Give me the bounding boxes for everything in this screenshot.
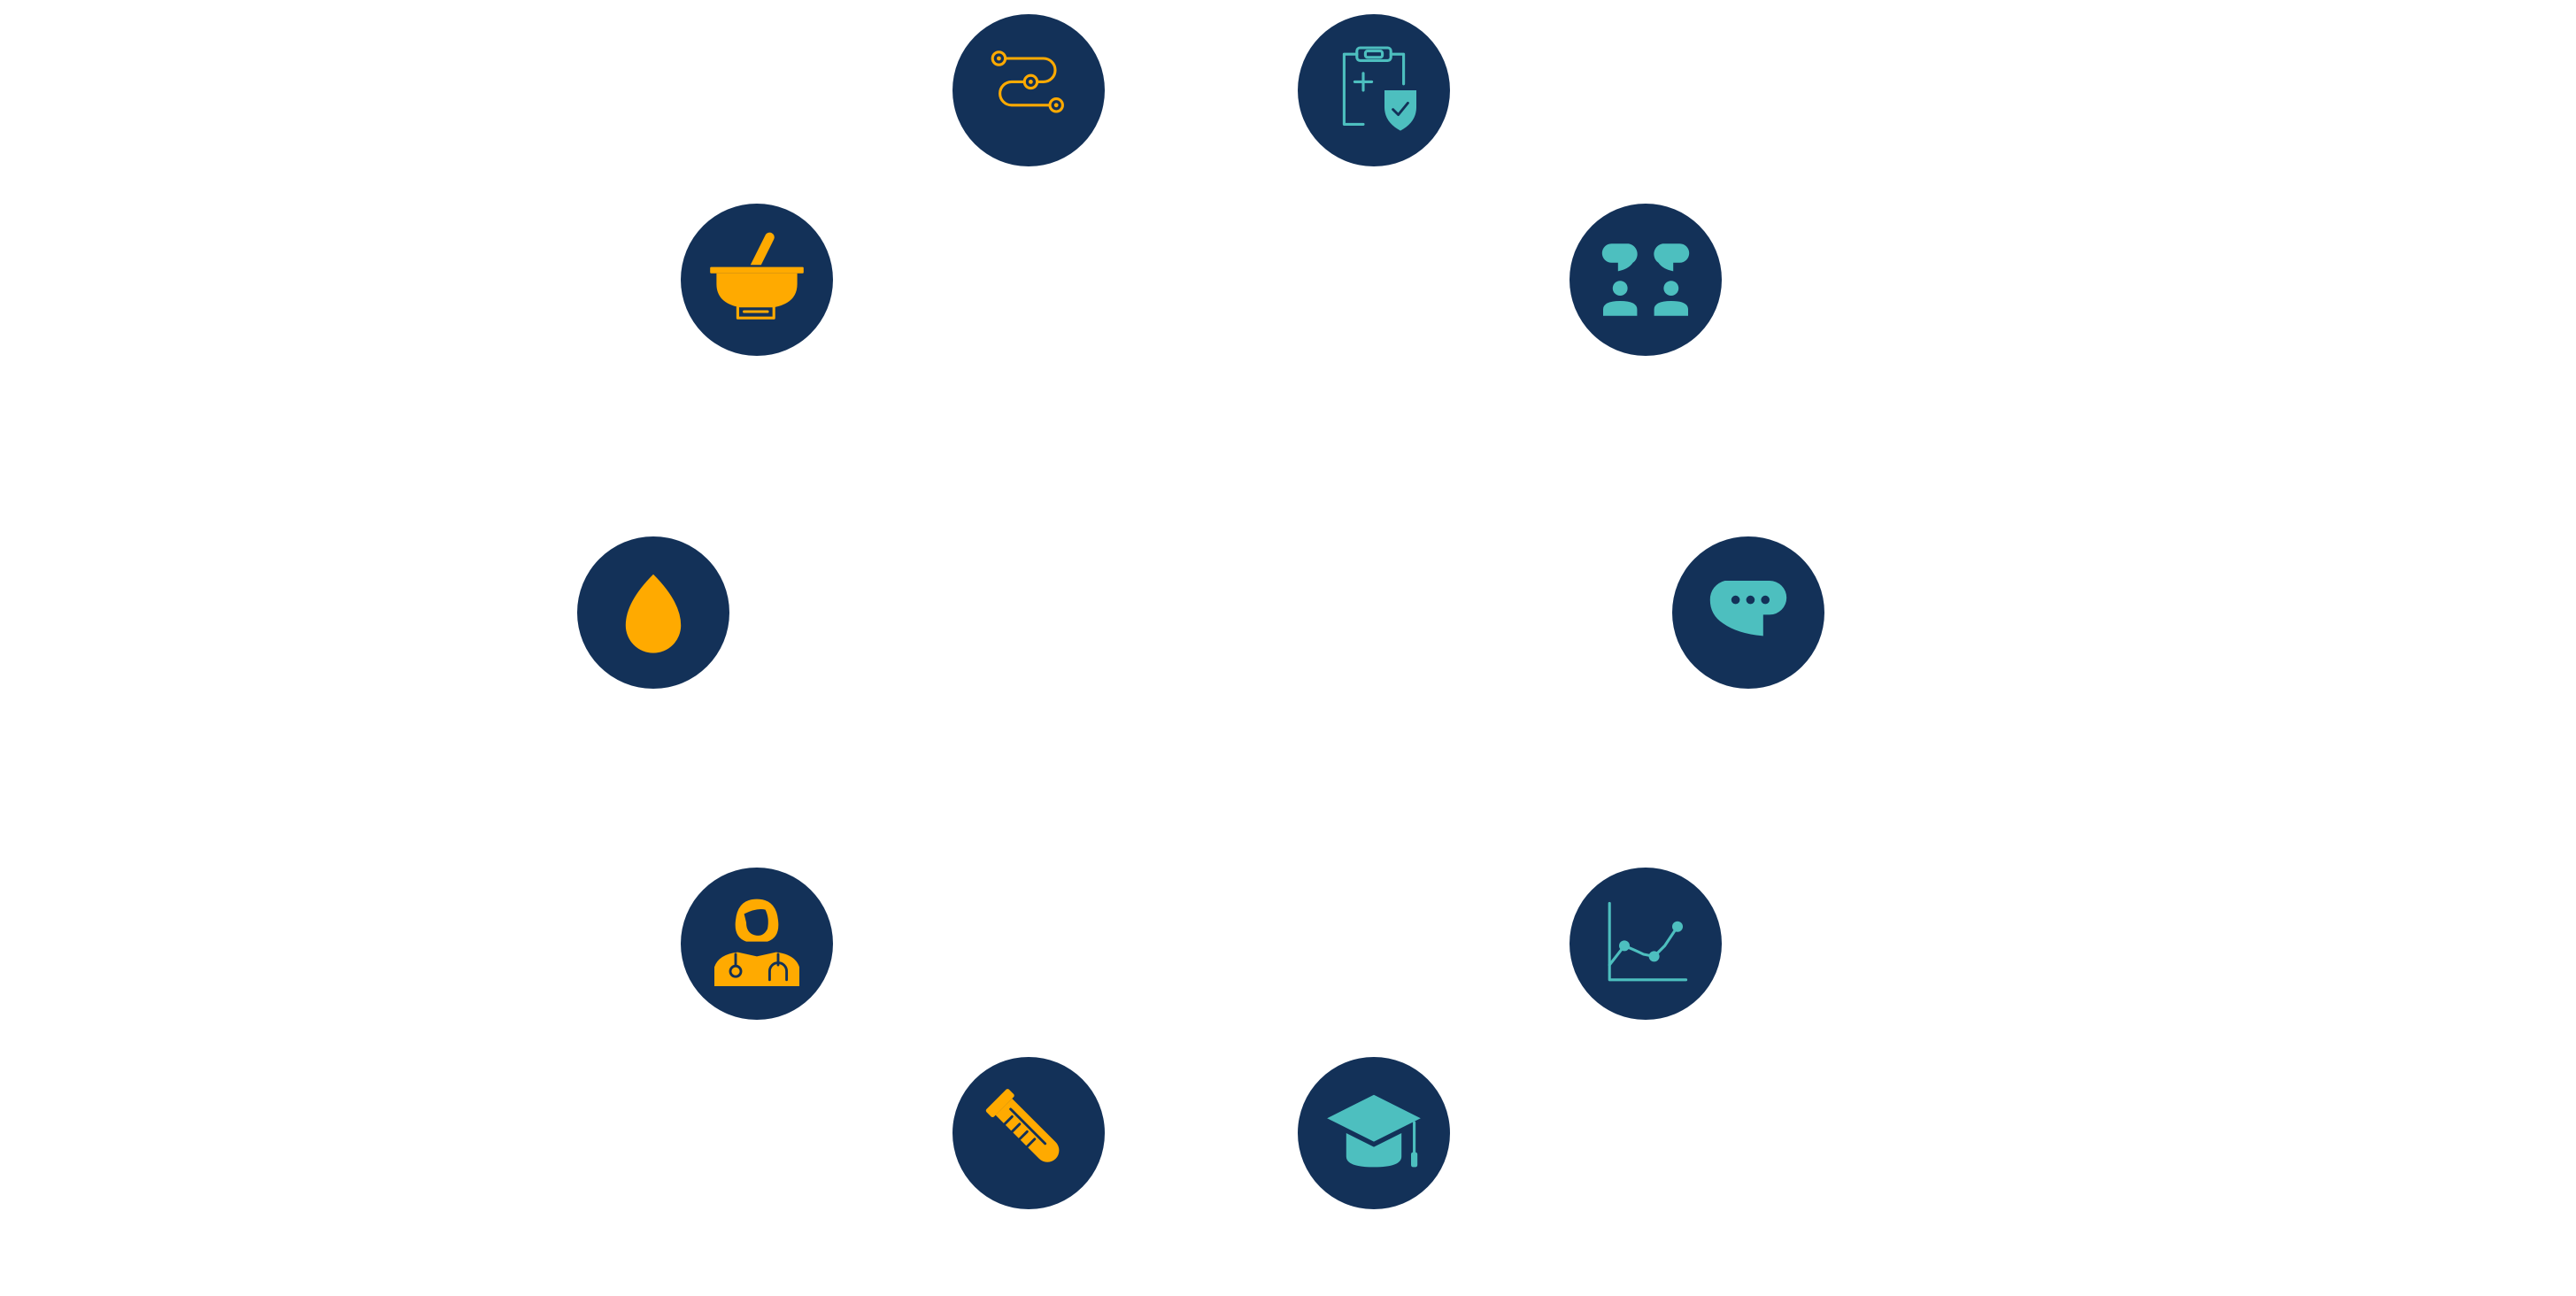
node-education: [1298, 1057, 1450, 1209]
people-discussion-icon: [1601, 243, 1690, 316]
graduation-cap-icon: [1327, 1094, 1421, 1168]
node-lab-test: [953, 1057, 1105, 1209]
line-chart-icon: [1608, 901, 1688, 982]
node-chat: [1672, 536, 1824, 689]
mortar-pestle-icon: [710, 232, 804, 320]
test-tube-icon: [985, 1089, 1060, 1162]
node-doctor: [681, 868, 833, 1020]
node-medical-clipboard: [1298, 14, 1450, 166]
workflow-path-icon: [991, 50, 1064, 113]
node-analytics: [1570, 868, 1722, 1020]
blood-drop-icon: [625, 574, 682, 653]
chat-bubble-icon: [1709, 581, 1787, 636]
node-blood: [577, 536, 729, 689]
doctor-icon: [714, 899, 799, 986]
node-pharmacy: [681, 204, 833, 356]
node-workflow: [953, 14, 1105, 166]
medical-clipboard-shield-icon: [1342, 46, 1416, 131]
node-discussion: [1570, 204, 1722, 356]
